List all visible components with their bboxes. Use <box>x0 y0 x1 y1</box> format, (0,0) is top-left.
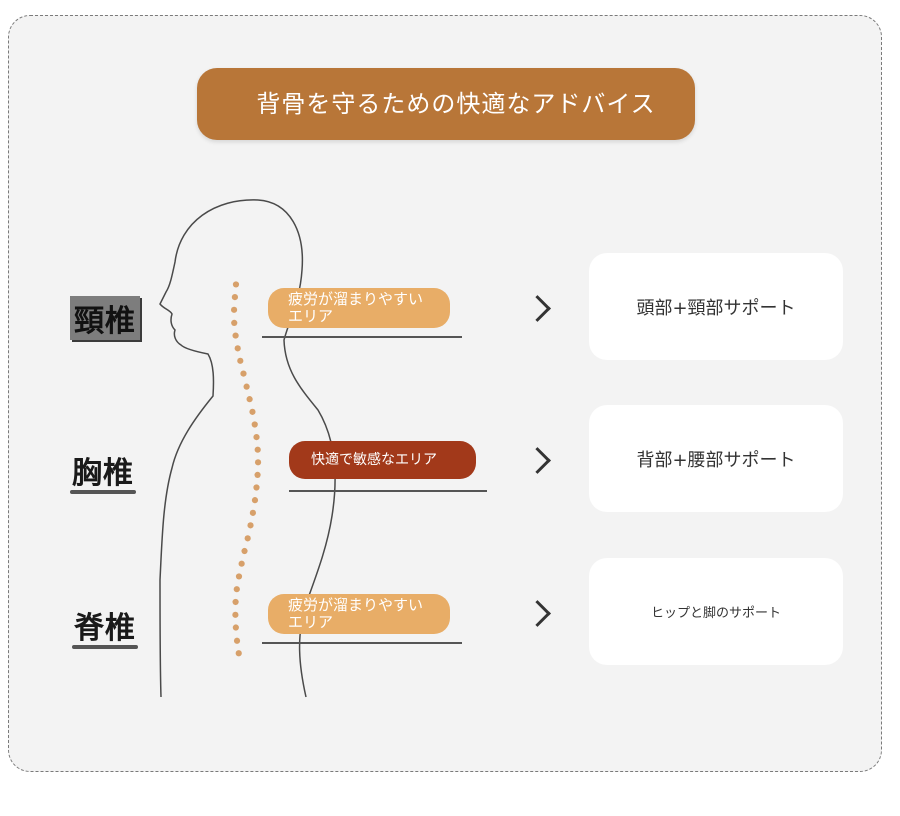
hip-leg-support-text: ヒップと脚のサポート <box>650 606 781 621</box>
back-waist-support-text: 背部+腰部サポート <box>636 449 796 471</box>
lumbar-area-text: 疲労が溜まりやすいエリア <box>288 596 424 631</box>
thoracic-label: 胸椎 <box>70 448 136 494</box>
thoracic-label-text: 胸椎 <box>72 456 134 491</box>
lumbar-divider <box>262 642 462 644</box>
head-neck-support-text: 頭部+頸部サポート <box>636 297 796 319</box>
cervical-area-pill: 疲労が溜まりやすいエリア <box>268 288 450 328</box>
lumbar-label-text: 脊椎 <box>74 611 136 646</box>
cervical-label: 頸椎 <box>70 296 140 340</box>
lumbar-label: 脊椎 <box>72 603 138 649</box>
lumbar-label-underline <box>72 645 138 649</box>
back-waist-support-card: 背部+腰部サポート <box>589 405 843 512</box>
thoracic-divider <box>289 490 487 492</box>
cervical-label-text: 頸椎 <box>74 304 136 339</box>
title-text: 背骨を守るための快適なアドバイス <box>256 90 656 118</box>
cervical-area-text: 疲労が溜まりやすいエリア <box>288 290 424 325</box>
title-banner: 背骨を守るための快適なアドバイス <box>197 68 695 140</box>
lumbar-area-pill: 疲労が溜まりやすいエリア <box>268 594 450 634</box>
thoracic-area-pill: 快適で敏感なエリア <box>289 441 476 479</box>
hip-leg-support-card: ヒップと脚のサポート <box>589 558 843 665</box>
head-neck-support-card: 頭部+頸部サポート <box>589 253 843 360</box>
cervical-divider <box>262 336 462 338</box>
thoracic-label-underline <box>70 490 136 494</box>
thoracic-area-text: 快適で敏感なエリア <box>311 452 437 468</box>
